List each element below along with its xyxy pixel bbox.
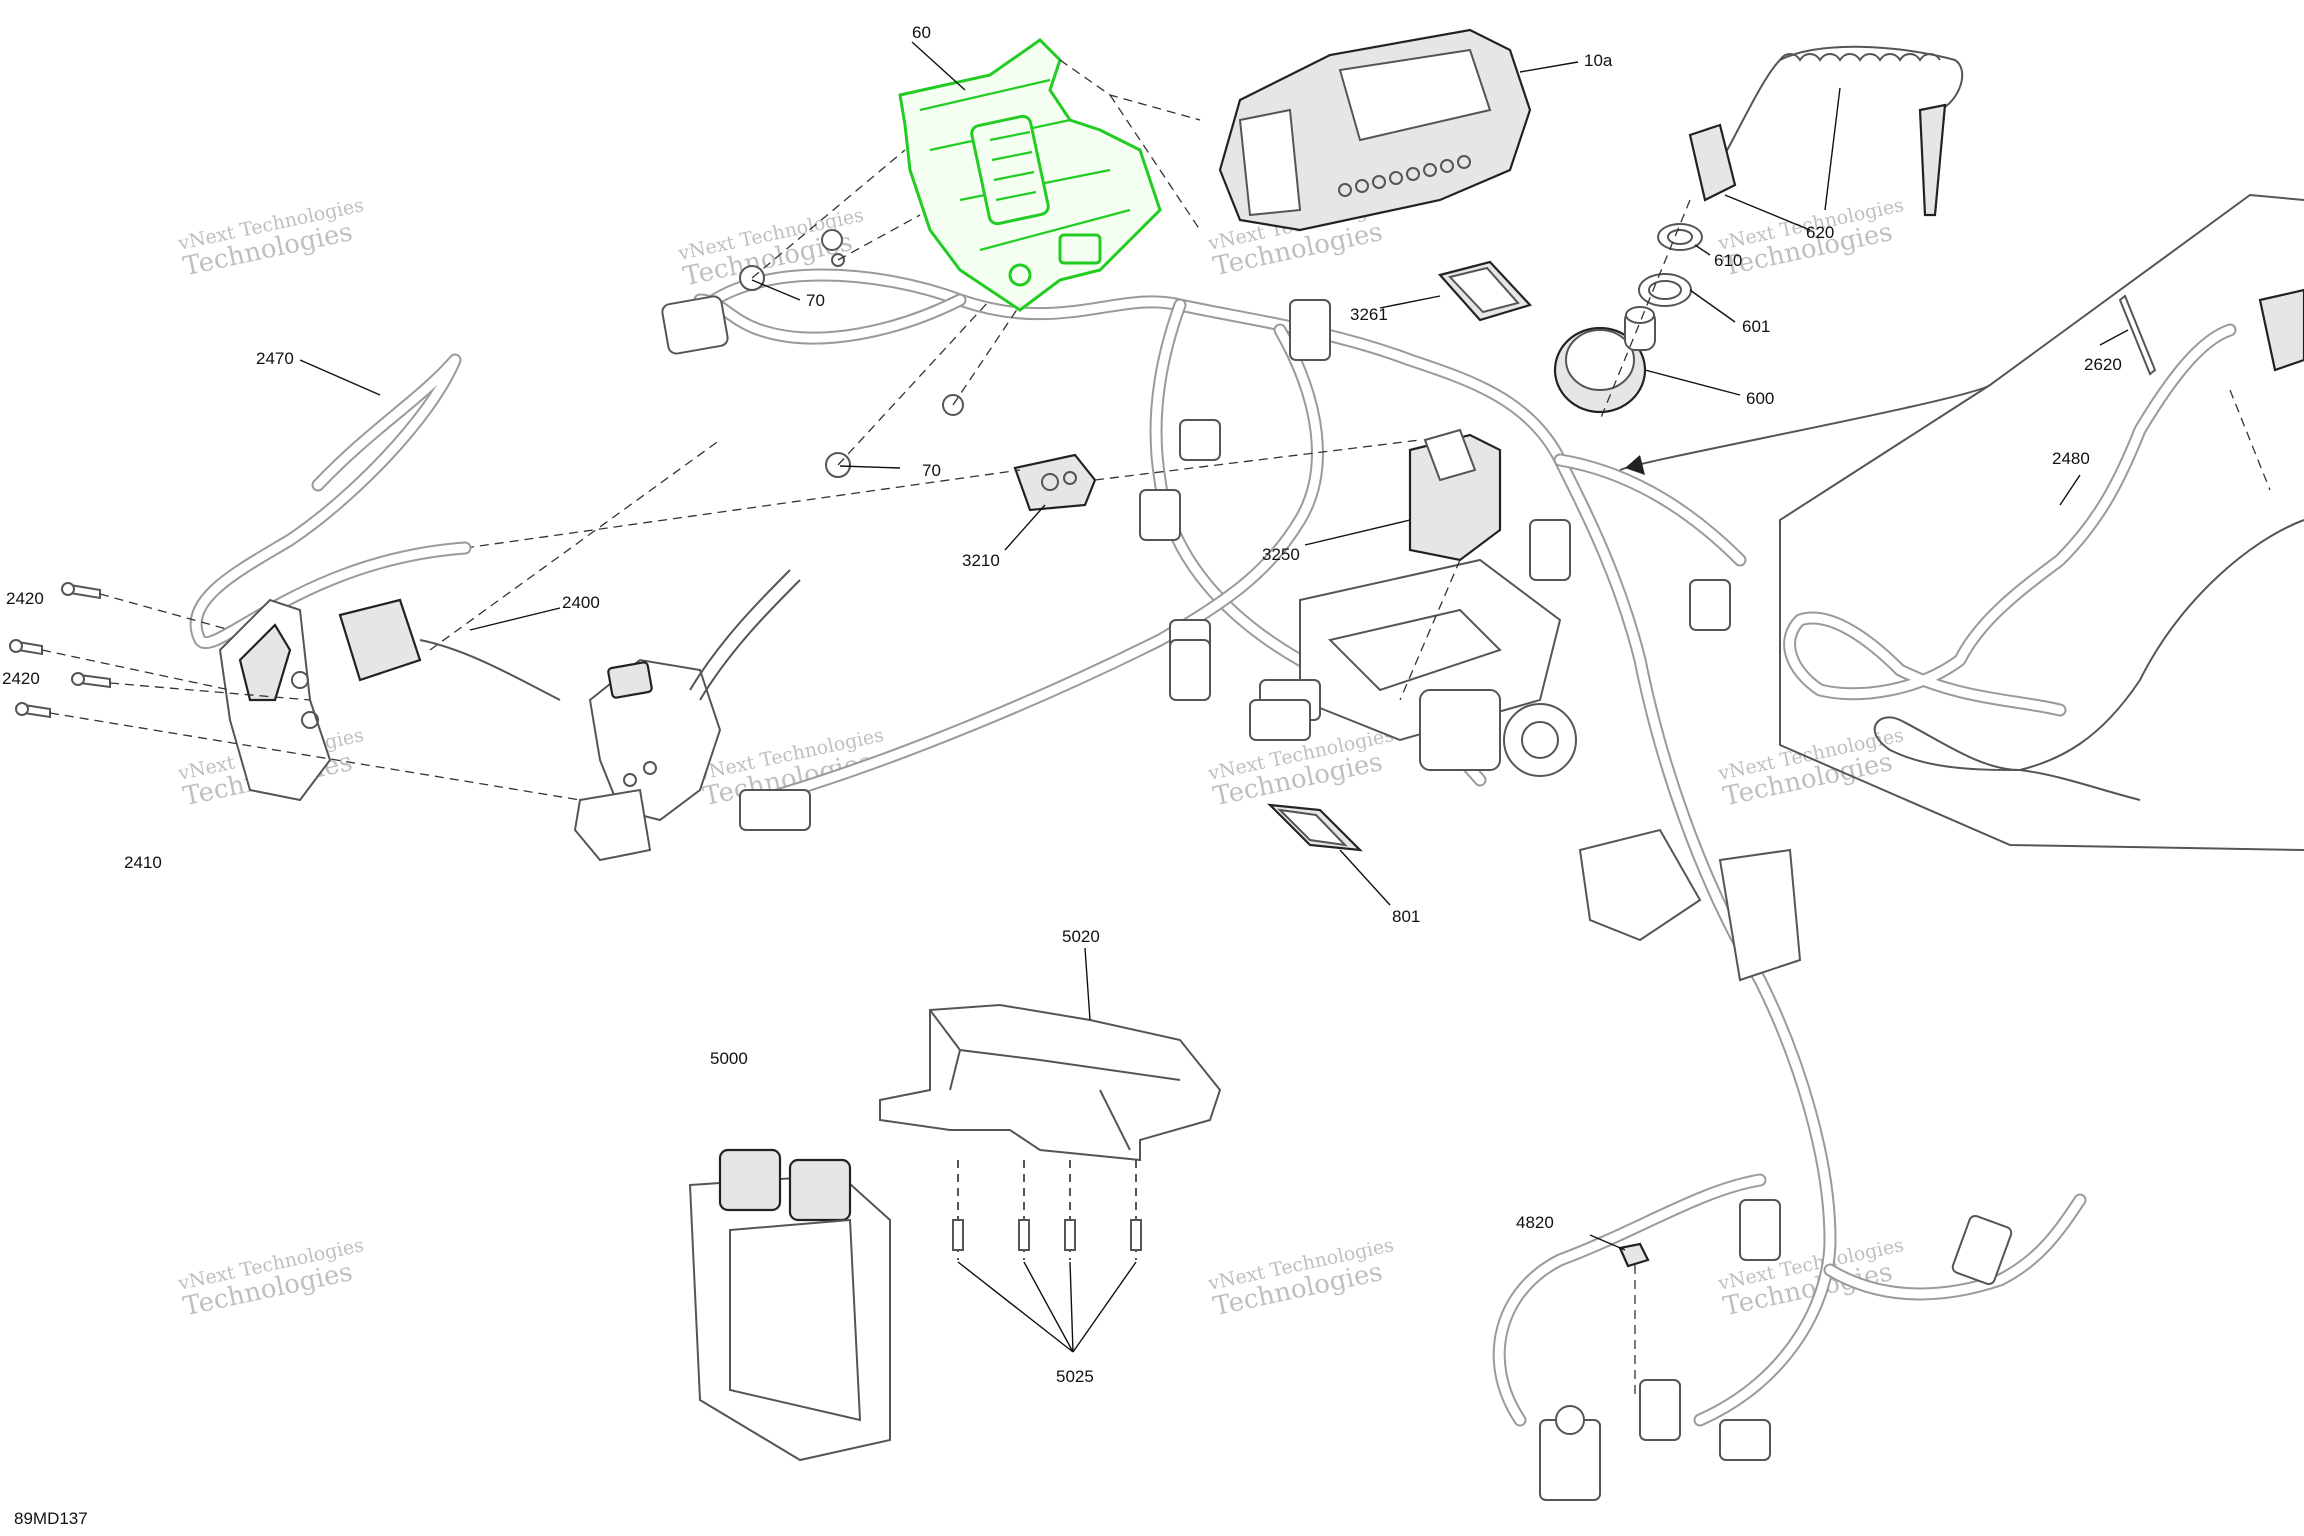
watermark: vNext Technologies Technologies bbox=[1715, 724, 1905, 812]
callout-70: 70 bbox=[806, 291, 825, 310]
watermark: vNext Technologies Technologies bbox=[1205, 1234, 1395, 1322]
callout-3250: 3250 bbox=[1262, 545, 1300, 564]
part-60-bracket[interactable] bbox=[898, 38, 1162, 312]
callout-2400: 2400 bbox=[562, 593, 600, 612]
part-2420-screws[interactable] bbox=[9, 582, 111, 719]
part-3261-bezel[interactable] bbox=[1437, 260, 1533, 322]
part-3250-switch[interactable] bbox=[1399, 428, 1502, 701]
part-600-switch[interactable] bbox=[1553, 306, 1656, 414]
leader-lines bbox=[299, 41, 2129, 1353]
part-620-tether-cord[interactable] bbox=[1688, 45, 1964, 217]
callout-600: 600 bbox=[1746, 389, 1774, 408]
part-2620-pin[interactable] bbox=[2118, 294, 2157, 376]
callout-5000: 5000 bbox=[710, 1049, 748, 1068]
part-5000-ecu[interactable] bbox=[688, 1148, 891, 1462]
watermark: vNext Technologies Technologies bbox=[175, 194, 365, 282]
harness-connectors bbox=[661, 295, 1731, 831]
callout-2420: 2420 bbox=[6, 589, 44, 608]
part-801-seal[interactable] bbox=[1267, 803, 1363, 852]
callout-3261: 3261 bbox=[1350, 305, 1388, 324]
assembly-lines-2420 bbox=[41, 593, 581, 801]
callout-620: 620 bbox=[1806, 223, 1834, 242]
part-3210-connector[interactable] bbox=[1013, 453, 1097, 512]
callout-2420: 2420 bbox=[2, 669, 40, 688]
part-4820-nut[interactable] bbox=[1618, 1242, 1650, 1400]
callout-610: 610 bbox=[1714, 251, 1742, 270]
callout-5025: 5025 bbox=[1056, 1367, 1094, 1386]
assembly-line-3210 bbox=[1094, 439, 1421, 481]
assembly-line-2400 bbox=[429, 439, 721, 651]
callout-2410: 2410 bbox=[124, 853, 162, 872]
assembly-lines-60 bbox=[751, 59, 1201, 466]
part-5020-cover[interactable] bbox=[879, 1003, 1222, 1162]
part-2480-harness[interactable] bbox=[1783, 288, 2304, 801]
arrow-head-icon bbox=[1625, 455, 1645, 475]
part-2410-housing[interactable] bbox=[218, 598, 332, 802]
inset-detail-2480 bbox=[1619, 193, 2304, 851]
part-2400-switch-assembly[interactable] bbox=[573, 569, 801, 862]
central-module-assembly bbox=[1169, 558, 1802, 982]
gauge-buttons bbox=[1338, 155, 1471, 197]
assembly-line-2470 bbox=[464, 469, 1021, 549]
assembly-line-600 bbox=[1599, 199, 1691, 421]
callout-4820: 4820 bbox=[1516, 1213, 1554, 1232]
callout-2620: 2620 bbox=[2084, 355, 2122, 374]
callout-601: 601 bbox=[1742, 317, 1770, 336]
watermark: vNext Technologies Technologies bbox=[175, 1234, 365, 1322]
watermarks: vNext Technologies Technologies vNext Te… bbox=[175, 194, 1905, 1322]
callout-3210: 3210 bbox=[962, 551, 1000, 570]
part-601-ring[interactable] bbox=[1638, 273, 1692, 307]
diagram-code: 89MD137 bbox=[14, 1509, 88, 1528]
callout-2480: 2480 bbox=[2052, 449, 2090, 468]
callout-2470: 2470 bbox=[256, 349, 294, 368]
callout-10a: 10a bbox=[1584, 51, 1613, 70]
callout-5020: 5020 bbox=[1062, 927, 1100, 946]
part-610-nut[interactable] bbox=[1657, 223, 1703, 251]
part-2400-connector bbox=[338, 598, 561, 701]
callout-801: 801 bbox=[1392, 907, 1420, 926]
part-2470-cable[interactable] bbox=[189, 353, 472, 649]
callout-70: 70 bbox=[922, 461, 941, 480]
part-10a-gauge-cluster[interactable] bbox=[1218, 28, 1532, 232]
callout-60: 60 bbox=[912, 23, 931, 42]
lower-connectors bbox=[1539, 1199, 2013, 1501]
part-5025-screws[interactable] bbox=[952, 1160, 1142, 1260]
callout-labels: 60 10a 620 610 601 600 70 70 3261 2470 2… bbox=[2, 23, 2122, 1528]
